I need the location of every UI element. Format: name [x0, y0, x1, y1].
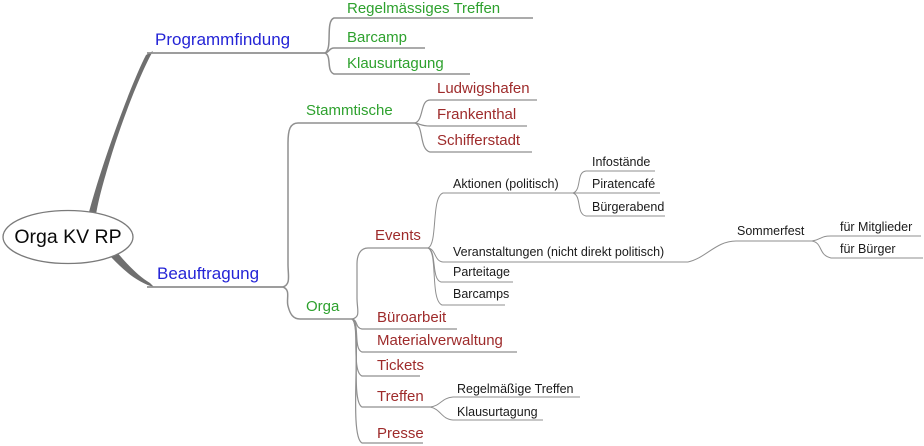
edge-sommerfest [687, 240, 812, 263]
edge-ludwigshafen [414, 99, 537, 124]
node-fuer-buerger[interactable]: für Bürger [840, 242, 896, 256]
node-orga[interactable]: Orga [306, 298, 340, 315]
node-parteitage[interactable]: Parteitage [453, 265, 510, 279]
node-materialverwaltung[interactable]: Materialverwaltung [377, 332, 503, 349]
edge-klausurtagung-treffen [429, 406, 543, 421]
node-stammtische[interactable]: Stammtische [306, 102, 393, 119]
node-bueroarbeit[interactable]: Büroarbeit [377, 309, 447, 326]
node-ludwigshafen[interactable]: Ludwigshafen [437, 80, 530, 97]
edge-fuer-mitglieder [811, 235, 921, 242]
edge-barcamp [324, 47, 425, 54]
edge-schifferstadt [414, 122, 532, 153]
edge-regelmaessiges-treffen [324, 17, 533, 54]
edge-frankenthal [414, 122, 527, 127]
node-piratencafe[interactable]: Piratencafé [592, 177, 656, 191]
node-treffen[interactable]: Treffen [377, 388, 424, 405]
edge-stammtische [282, 122, 415, 288]
node-root[interactable]: Orga KV RP [14, 225, 122, 248]
node-barcamp[interactable]: Barcamp [347, 29, 408, 46]
node-infostaende[interactable]: Infostände [592, 155, 651, 169]
node-programmfindung[interactable]: Programmfindung [155, 30, 291, 49]
edge-events [351, 247, 428, 320]
trunk-beauftragung [111, 251, 154, 287]
node-sommerfest[interactable]: Sommerfest [737, 224, 805, 238]
node-tickets[interactable]: Tickets [377, 357, 424, 374]
edge-aktionen [427, 192, 573, 249]
edge-veranstaltungen [427, 247, 688, 263]
node-regelmaessige-treffen[interactable]: Regelmäßige Treffen [457, 382, 574, 396]
edge-presse [351, 318, 423, 444]
root-node-ellipse [2, 209, 134, 265]
edge-infostaende [572, 170, 655, 194]
node-fuer-mitglieder[interactable]: für Mitglieder [840, 220, 913, 234]
edge-barcamps [427, 247, 505, 306]
node-aktionen[interactable]: Aktionen (politisch) [453, 177, 559, 191]
node-events[interactable]: Events [375, 227, 421, 244]
node-regelmaessiges-treffen[interactable]: Regelmässiges Treffen [347, 0, 501, 17]
node-frankenthal[interactable]: Frankenthal [437, 106, 517, 123]
node-barcamps[interactable]: Barcamps [453, 287, 510, 301]
node-veranstaltungen[interactable]: Veranstaltungen (nicht direkt politisch) [453, 245, 665, 259]
edge-regelmaessige-treffen [429, 396, 580, 408]
node-beauftragung[interactable]: Beauftragung [157, 264, 260, 283]
edge-klausurtagung-prog [324, 52, 470, 75]
edge-orga [282, 286, 352, 320]
node-klausurtagung-prog[interactable]: Klausurtagung [347, 55, 444, 72]
node-presse[interactable]: Presse [377, 425, 424, 442]
node-klausurtagung-treffen[interactable]: Klausurtagung [457, 405, 538, 419]
node-buergerabend[interactable]: Bürgerabend [592, 200, 665, 214]
node-schifferstadt[interactable]: Schifferstadt [437, 132, 521, 149]
edge-fuer-buerger [811, 240, 923, 259]
trunk-programmfindung [88, 51, 153, 216]
edge-buergerabend [572, 192, 665, 217]
